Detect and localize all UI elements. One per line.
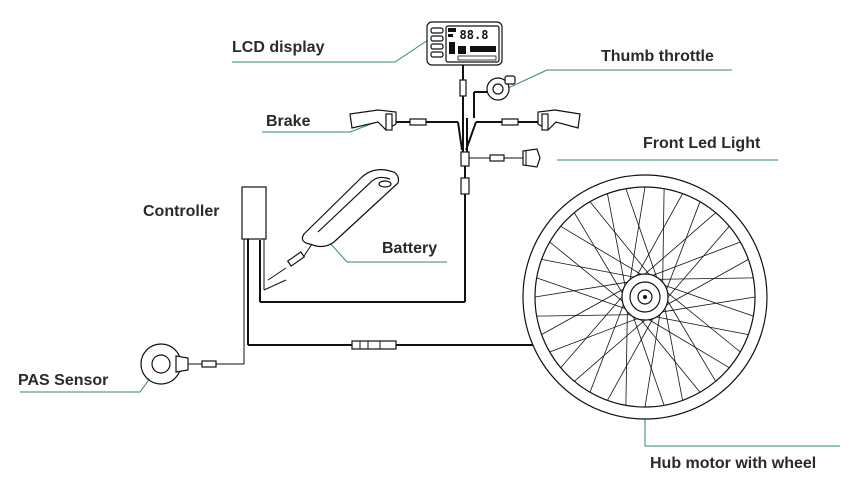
- lcd-leader: [232, 39, 429, 63]
- wheel-spoke: [654, 277, 754, 280]
- wheel-spoke: [644, 309, 662, 408]
- wheel-spoke: [663, 303, 683, 401]
- thumb-throttle: [473, 75, 516, 118]
- wheel-spoke: [659, 283, 754, 317]
- front-led-light: [469, 148, 541, 168]
- wheel-spoke: [536, 277, 631, 311]
- wheel-spoke: [607, 193, 627, 291]
- wheel-spoke: [664, 226, 730, 302]
- label-brake: Brake: [266, 113, 311, 130]
- main-harness: [259, 118, 470, 303]
- wheel-spoke: [662, 188, 665, 288]
- wheel-spoke: [651, 315, 749, 335]
- label-controller: Controller: [143, 203, 220, 220]
- label-lcd-display: LCD display: [232, 39, 325, 56]
- wheel-spoke: [647, 241, 741, 278]
- brake-leader: [262, 121, 377, 133]
- wheel-spoke: [589, 201, 653, 279]
- brake-lever-right: [465, 109, 581, 151]
- lcd-display: 88.8: [426, 21, 503, 118]
- wheel-spoke: [607, 313, 656, 401]
- wheel-spoke: [534, 280, 633, 298]
- lcd-speed-readout: 88.8: [460, 28, 489, 42]
- label-thumb-throttle: Thumb throttle: [601, 48, 714, 65]
- throttle-leader: [507, 69, 732, 89]
- wheel-spoke: [640, 212, 716, 278]
- wheel-spoke: [549, 316, 643, 353]
- controller: [232, 186, 352, 365]
- wheel-spoke: [663, 289, 741, 353]
- hub-motor-wheel: [522, 174, 768, 420]
- wheel-spoke: [664, 201, 701, 295]
- wheel-spoke: [661, 259, 749, 308]
- wheel-spoke: [625, 306, 628, 406]
- wheel-spoke: [634, 193, 683, 281]
- wheel-spoke: [549, 241, 627, 305]
- pas-sensor: [140, 343, 232, 385]
- wheel-spoke: [637, 315, 701, 393]
- wheel-spoke: [573, 212, 626, 298]
- wheel-spoke: [631, 311, 665, 406]
- brake-lever-left: [349, 109, 463, 151]
- label-battery: Battery: [382, 240, 438, 257]
- wheel-spoke: [536, 314, 636, 317]
- wheel-spoke: [541, 286, 629, 335]
- label-pas-sensor: PAS Sensor: [18, 372, 109, 389]
- wheel-spoke: [664, 296, 717, 382]
- wheel-spoke: [541, 259, 639, 279]
- wheel-spoke: [625, 188, 659, 283]
- battery: [267, 169, 400, 281]
- wheel-spoke: [644, 316, 730, 369]
- label-front-led-light: Front Led Light: [643, 135, 761, 152]
- wheel-spoke: [560, 225, 646, 278]
- label-hub-motor: Hub motor with wheel: [650, 455, 817, 472]
- wheel-spoke: [560, 292, 626, 368]
- wheel-spoke: [628, 186, 646, 285]
- wheel-spoke: [574, 316, 650, 382]
- wheel-spokes: [534, 186, 756, 408]
- wheel-spoke: [657, 296, 756, 314]
- wheel-spoke: [589, 299, 626, 393]
